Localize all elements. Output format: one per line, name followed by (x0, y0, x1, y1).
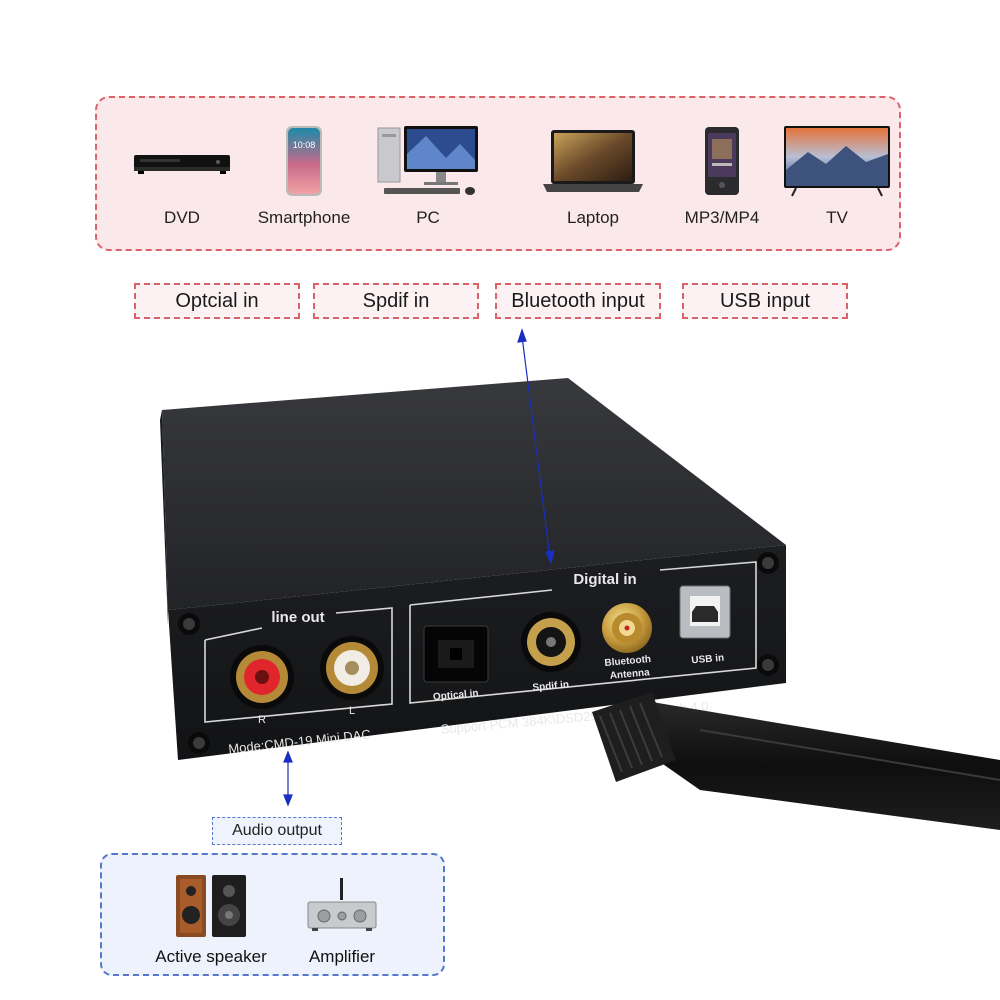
mp3-player-icon (667, 120, 777, 202)
source-label: PC (416, 208, 440, 227)
amplifier-icon (277, 871, 407, 941)
antenna-label: Antenna (609, 667, 650, 681)
digital-in-label: Digital in (573, 571, 636, 588)
tag-audio-output: Audio output (212, 817, 342, 845)
source-pc: PC (373, 112, 483, 247)
speaker-icon (146, 871, 276, 941)
source-label: Laptop (567, 208, 619, 227)
screw (757, 654, 779, 676)
tag-usb-input: USB input (682, 283, 848, 319)
source-laptop: Laptop (538, 112, 648, 247)
spdif-coax-jack (521, 612, 581, 672)
output-active-speaker: Active speaker (146, 863, 276, 973)
usb-b-port (679, 585, 731, 639)
tv-icon (777, 120, 897, 202)
source-label: TV (826, 208, 848, 227)
source-label: Smartphone (257, 208, 351, 227)
rca-right-jack (230, 645, 294, 709)
screw (757, 552, 779, 574)
source-label: MP3/MP4 (684, 208, 760, 227)
screw (178, 613, 200, 635)
output-label: Active speaker (155, 947, 267, 966)
screw (188, 732, 210, 754)
bluetooth-arrow (517, 328, 555, 565)
spdif-label: Spdif in (532, 679, 569, 693)
svg-text:10:08: 10:08 (293, 140, 316, 150)
source-tv: TV (777, 112, 897, 247)
optical-port (423, 625, 489, 683)
output-devices-panel: Active speaker Amplifier (100, 853, 445, 976)
bluetooth-label: Bluetooth (604, 654, 651, 669)
tag-optical-in: Optcial in (134, 283, 300, 319)
rca-left-jack (320, 636, 384, 700)
output-amplifier: Amplifier (277, 863, 407, 973)
usb-label: USB in (691, 653, 725, 667)
desktop-pc-icon (373, 120, 483, 202)
audio-output-arrow (283, 750, 293, 807)
line-out-label: line out (271, 609, 324, 626)
dvd-player-icon (127, 120, 237, 202)
smartphone-icon: 10:08 (249, 120, 359, 202)
rca-r-label: R (258, 714, 266, 726)
source-mp3: MP3/MP4 (667, 112, 777, 247)
bluetooth-antenna-connector (602, 603, 652, 653)
tag-spdif-in: Spdif in (313, 283, 479, 319)
source-label: DVD (164, 208, 200, 227)
optical-label: Optical in (433, 688, 479, 703)
source-smartphone: 10:08 Smartphone (249, 112, 359, 247)
device-top (162, 378, 786, 610)
rca-l-label: L (349, 705, 355, 717)
source-devices-panel: DVD 10:08 Smartphone (95, 96, 901, 251)
source-dvd: DVD (127, 112, 237, 247)
laptop-icon (538, 120, 648, 202)
output-label: Amplifier (308, 947, 376, 966)
tag-bluetooth-input: Bluetooth input (495, 283, 661, 319)
bluetooth-antenna (592, 692, 1000, 830)
